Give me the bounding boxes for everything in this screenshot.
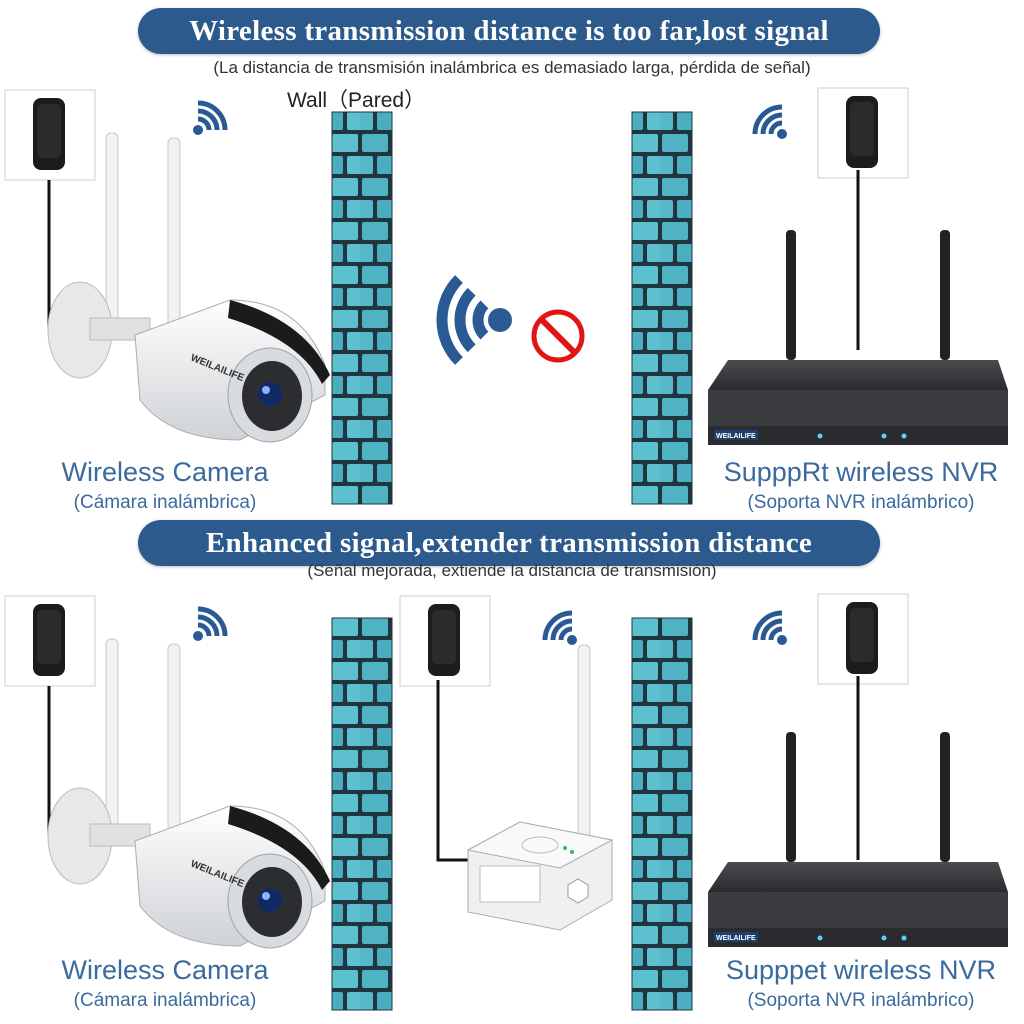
top-subtitle: (La distancia de transmisión inalámbrica… <box>213 58 811 77</box>
power-adapter-icon <box>4 89 96 181</box>
top-banner: Wireless transmission distance is too fa… <box>138 8 880 54</box>
wall-label: Wall（Pared） <box>287 89 426 112</box>
bottom-nvr-label-es: (Soporta NVR inalámbrico) <box>747 990 975 1011</box>
wall-right-bottom <box>631 617 693 1011</box>
power-adapter-icon <box>817 593 909 685</box>
wall-right-top <box>631 111 693 505</box>
wifi-icon <box>193 609 225 641</box>
wifi-extender-icon <box>466 644 614 931</box>
wifi-icon <box>755 613 787 645</box>
top-nvr-label-es: (Soporta NVR inalámbrico) <box>747 492 975 513</box>
wifi-icon <box>545 613 577 645</box>
power-adapter-icon <box>817 87 909 179</box>
wall-left-top <box>331 111 393 505</box>
bottom-nvr-label: Supppet wireless NVR <box>725 955 997 985</box>
no-signal-icon <box>531 309 585 363</box>
bottom-camera-label-es: (Cámara inalámbrica) <box>73 990 257 1011</box>
bottom-subtitle: (Señal mejorada, extiende la distancia d… <box>307 561 717 580</box>
wall-left-bottom <box>331 617 393 1011</box>
wifi-icon <box>755 107 787 139</box>
top-camera-label: Wireless Camera <box>61 457 269 487</box>
wifi-lost-icon <box>436 275 512 365</box>
power-adapter-icon <box>4 595 96 687</box>
power-adapter-icon <box>399 595 491 687</box>
bottom-banner: Enhanced signal,extender transmission di… <box>138 520 880 566</box>
top-nvr-label: SupppRt wireless NVR <box>723 457 999 487</box>
bottom-camera-label: Wireless Camera <box>61 955 269 985</box>
top-camera-label-es: (Cámara inalámbrica) <box>73 492 257 513</box>
wifi-icon <box>193 103 225 135</box>
